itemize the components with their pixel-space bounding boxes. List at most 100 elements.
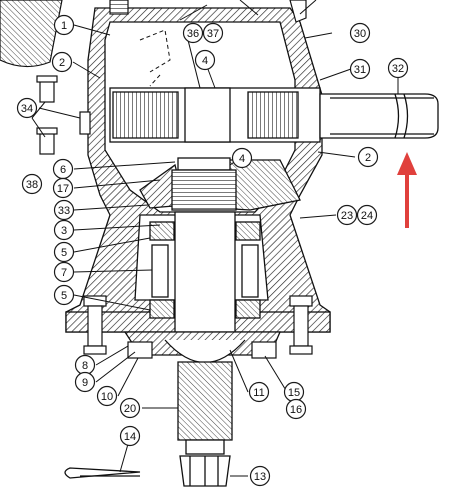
callout-number: 32 <box>392 63 404 75</box>
callout-number: 36 <box>187 28 199 40</box>
callout-circle <box>202 22 224 44</box>
callout-c34: 34 <box>16 97 38 119</box>
callout-number: 8 <box>82 360 88 372</box>
callout-c8: 8 <box>74 354 96 376</box>
callout-c9: 9 <box>74 371 96 393</box>
callout-c33: 33 <box>53 199 75 221</box>
callout-c14: 14 <box>119 425 141 447</box>
callout-circle <box>231 147 253 169</box>
callout-circle <box>53 199 75 221</box>
callout-number: 4 <box>239 153 245 165</box>
input-shaft <box>109 87 439 143</box>
callout-c10: 10 <box>96 385 118 407</box>
callout-number: 5 <box>61 290 67 302</box>
callout-c2a: 2 <box>51 51 73 73</box>
callout-c30: 30 <box>349 22 371 44</box>
callout-c32: 32 <box>387 57 409 79</box>
callout-number: 7 <box>61 267 67 279</box>
callout-c6: 6 <box>52 158 74 180</box>
fill-plug <box>109 0 307 23</box>
callout-circle <box>285 398 307 420</box>
callout-circle <box>53 241 75 263</box>
cotter-pin <box>64 467 141 479</box>
callout-number: 33 <box>58 205 70 217</box>
callout-number: 16 <box>290 404 302 416</box>
leader-lines <box>31 0 399 477</box>
callout-circle <box>357 146 379 168</box>
callout-circle <box>387 57 409 79</box>
callout-circle <box>249 465 271 487</box>
callout-c2b: 2 <box>357 146 379 168</box>
callout-circle <box>53 284 75 306</box>
callout-circle <box>53 219 75 241</box>
callout-circle <box>96 385 118 407</box>
callout-number: 3 <box>61 225 67 237</box>
pinion-gear <box>171 157 237 211</box>
callout-c5a: 5 <box>53 241 75 263</box>
callout-number: 6 <box>60 164 66 176</box>
callout-circle <box>53 14 75 36</box>
callout-circle <box>356 204 378 226</box>
hidden-lines <box>139 29 171 87</box>
callout-number: 20 <box>124 403 136 415</box>
output-stub-shaft <box>177 361 233 487</box>
callout-c13: 13 <box>249 465 271 487</box>
callout-circle <box>349 58 371 80</box>
callout-circle <box>194 49 216 71</box>
callout-c4b: 4 <box>231 147 253 169</box>
output-shaft <box>149 211 261 333</box>
callout-c37: 37 <box>202 22 224 44</box>
callout-number: 5 <box>61 247 67 259</box>
callout-c38: 38 <box>21 173 43 195</box>
callout-number: 14 <box>124 431 136 443</box>
callout-circle <box>51 51 73 73</box>
callout-number: 23 <box>341 210 353 222</box>
callout-number: 2 <box>365 152 371 164</box>
callout-number: 17 <box>57 183 69 195</box>
callout-c15: 15 <box>283 381 305 403</box>
flange-bolts <box>83 295 313 359</box>
callout-c17: 17 <box>52 177 74 199</box>
callout-c7: 7 <box>53 261 75 283</box>
callout-c11: 11 <box>248 381 270 403</box>
callout-number: 38 <box>26 179 38 191</box>
callout-circle <box>248 381 270 403</box>
indicator-arrow <box>397 152 417 228</box>
callout-circle <box>16 97 38 119</box>
callout-c16: 16 <box>285 398 307 420</box>
callout-number: 37 <box>207 28 219 40</box>
callout-circle <box>119 397 141 419</box>
callout-circle <box>349 22 371 44</box>
callout-c23: 23 <box>336 204 358 226</box>
callout-number: 11 <box>253 387 264 399</box>
callout-number: 10 <box>101 391 113 403</box>
callout-circle <box>21 173 43 195</box>
callout-circle <box>336 204 358 226</box>
callout-c1: 1 <box>53 14 75 36</box>
callout-c24: 24 <box>356 204 378 226</box>
callout-circle <box>53 261 75 283</box>
callout-number: 15 <box>288 387 300 399</box>
callout-circle <box>74 371 96 393</box>
callout-circle <box>182 22 204 44</box>
callout-circle <box>52 177 74 199</box>
callout-number: 34 <box>21 103 33 115</box>
callout-number: 4 <box>202 55 208 67</box>
callout-number: 2 <box>59 57 65 69</box>
callout-c36: 36 <box>182 22 204 44</box>
adjacent-component-arc <box>0 0 63 68</box>
callout-c31: 31 <box>349 58 371 80</box>
callout-c5b: 5 <box>53 284 75 306</box>
callout-c3: 3 <box>53 219 75 241</box>
callout-number: 1 <box>61 20 67 32</box>
callout-number: 9 <box>82 377 88 389</box>
callout-number: 30 <box>354 28 366 40</box>
breather-fittings <box>36 75 91 155</box>
callout-circle <box>119 425 141 447</box>
callout-number: 31 <box>354 64 366 76</box>
callout-number: 13 <box>254 471 266 483</box>
callout-c20: 20 <box>119 397 141 419</box>
callout-number: 24 <box>361 210 373 222</box>
